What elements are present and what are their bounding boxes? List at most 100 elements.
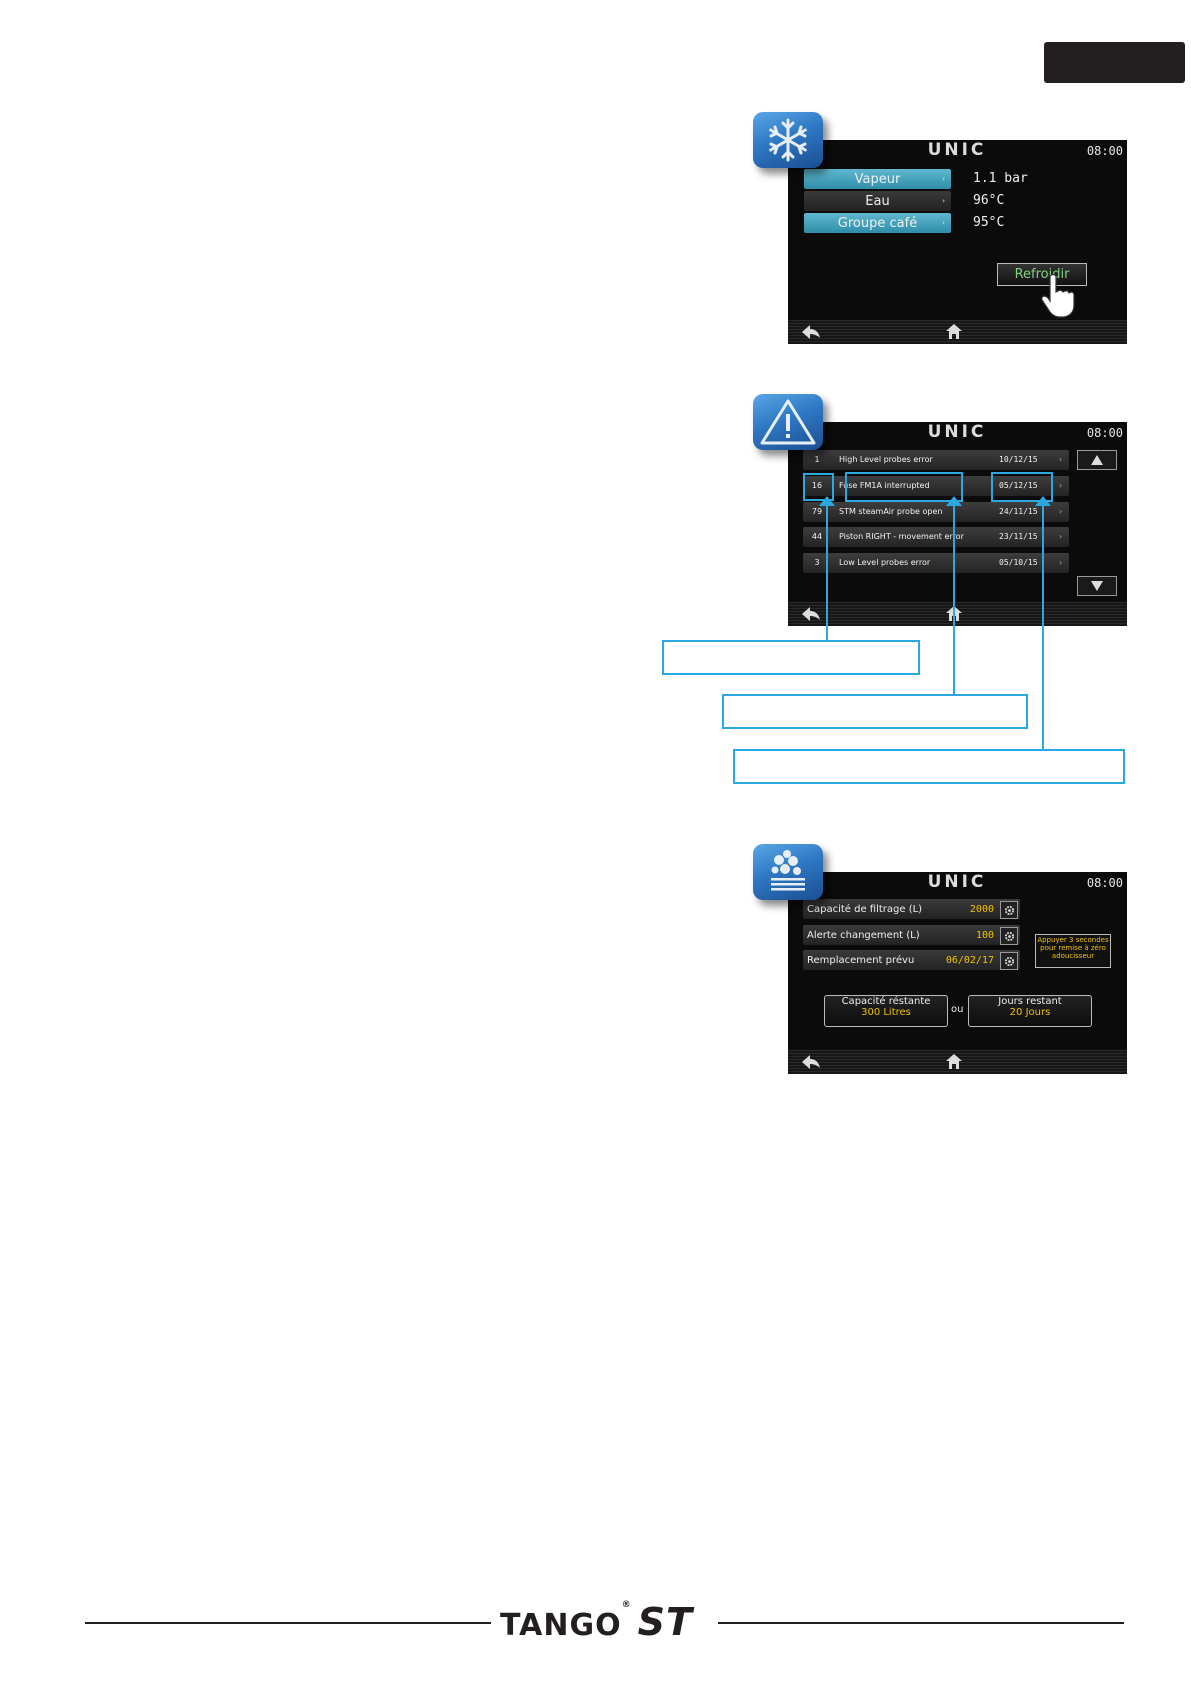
callout-line	[826, 498, 828, 641]
row-value: 1.1 bar	[973, 171, 1028, 186]
chevron-right-icon: ›	[942, 197, 945, 205]
row-label: Remplacement prévu	[807, 955, 915, 966]
row-value: 100	[975, 930, 994, 941]
clock: 08:00	[1086, 876, 1123, 890]
alarm-number: 44	[811, 532, 823, 541]
logo-registered: ®	[621, 1600, 632, 1610]
chevron-right-icon: ›	[1059, 558, 1063, 567]
gear-icon[interactable]	[1000, 901, 1018, 919]
gear-icon[interactable]	[1000, 952, 1018, 970]
chevron-right-icon: ›	[942, 175, 945, 183]
unic-logo: UNIC	[927, 872, 987, 892]
screen-header: UNIC 08:00	[788, 422, 1127, 444]
reset-softener-button[interactable]: Appuyer 3 secondes pour remise à zéro ad…	[1035, 934, 1111, 968]
filter-capacity-row[interactable]: Capacité de filtrage (L) 2000	[803, 899, 1020, 919]
screen-footer	[788, 602, 1127, 626]
alarm-row[interactable]: 16 Fuse FM1A interrupted 05/12/15 ›	[803, 476, 1069, 496]
alarm-row[interactable]: 3 Low Level probes error 05/10/15 ›	[803, 553, 1069, 573]
cooling-screen: UNIC 08:00 Vapeur › 1.1 bar Eau › 96°C Gro…	[788, 140, 1127, 344]
alarm-number: 79	[811, 507, 823, 516]
alarm-date: 05/12/15	[999, 481, 1038, 490]
gear-icon[interactable]	[1000, 927, 1018, 945]
snowflake-icon	[769, 118, 807, 162]
scroll-up-button[interactable]	[1077, 450, 1117, 470]
alarm-row[interactable]: 79 STM steamAir probe open 24/11/15 ›	[803, 502, 1069, 522]
row-label: Groupe café	[837, 215, 918, 231]
row-eau[interactable]: Eau ›	[804, 191, 951, 211]
triangle-up-icon	[1091, 455, 1103, 465]
tango-st-logo: TANGO® ST	[500, 1600, 710, 1644]
water-badge	[753, 844, 823, 900]
highlight-message	[845, 472, 963, 502]
row-label: Alerte changement (L)	[807, 930, 920, 941]
triangle-down-icon	[1091, 581, 1103, 591]
remaining-capacity-box: Capacité réstante 300 Litres	[824, 995, 948, 1027]
footer-rule-left	[85, 1622, 491, 1624]
remaining-capacity-value: 300 Litres	[861, 1007, 911, 1018]
section-tab	[1044, 42, 1185, 83]
callout-number-box	[662, 640, 920, 675]
callout-line	[953, 498, 955, 695]
alarm-message: STM steamAir probe open	[839, 507, 943, 516]
screen-header: UNIC 08:00	[788, 872, 1127, 894]
alarm-row[interactable]: 1 High Level probes error 10/12/15 ›	[803, 450, 1069, 470]
alarm-row[interactable]: 44 Piston RIGHT - movement error 23/11/1…	[803, 527, 1069, 547]
alarm-number: 1	[814, 455, 820, 464]
logo-st: ST	[637, 1600, 693, 1644]
clock: 08:00	[1086, 426, 1123, 440]
chevron-right-icon: ›	[1059, 507, 1063, 516]
row-value: 06/02/17	[945, 955, 994, 966]
back-arrow-icon[interactable]	[802, 607, 820, 621]
alarm-date: 23/11/15	[999, 532, 1038, 541]
scroll-down-button[interactable]	[1077, 576, 1117, 596]
arrow-up-icon	[1035, 496, 1051, 506]
alarms-screen: UNIC 08:00 1 High Level probes error 10/…	[788, 422, 1127, 626]
callout-message-box	[722, 694, 1028, 729]
alarm-number: 16	[811, 481, 823, 490]
remaining-days-value: 20 Jours	[1009, 1007, 1051, 1018]
remaining-capacity-label: Capacité réstante	[841, 996, 931, 1007]
row-label: Vapeur	[854, 171, 901, 187]
screen-header: UNIC 08:00	[788, 140, 1127, 162]
row-value: 95°C	[973, 215, 1005, 230]
row-label: Capacité de filtrage (L)	[807, 904, 923, 915]
or-label: ou	[951, 1004, 964, 1015]
home-icon[interactable]	[946, 324, 962, 339]
alarm-message: Fuse FM1A interrupted	[839, 481, 930, 490]
remaining-days-label: Jours restant	[998, 996, 1062, 1007]
alarm-message: Piston RIGHT - movement error	[839, 532, 964, 541]
screen-footer	[788, 1050, 1127, 1074]
home-icon[interactable]	[946, 1054, 962, 1069]
callout-date-box	[733, 749, 1125, 784]
warning-triangle-icon	[760, 399, 816, 445]
callout-line	[1042, 498, 1044, 750]
logo-tango: TANGO	[500, 1608, 622, 1643]
back-arrow-icon[interactable]	[802, 325, 820, 339]
remaining-days-box: Jours restant 20 Jours	[968, 995, 1092, 1027]
pointing-hand-icon	[1041, 273, 1075, 318]
row-vapeur[interactable]: Vapeur ›	[804, 169, 951, 189]
row-groupe-cafe[interactable]: Groupe café›	[804, 213, 951, 233]
unic-logo: UNIC	[927, 140, 987, 160]
arrow-up-icon	[819, 496, 835, 506]
highlight-date	[991, 472, 1053, 502]
cooling-badge	[753, 112, 823, 168]
alarm-date: 24/11/15	[999, 507, 1038, 516]
clock: 08:00	[1086, 144, 1123, 158]
row-value: 2000	[969, 904, 994, 915]
chevron-right-icon: ›	[1059, 532, 1063, 541]
alarm-badge	[753, 394, 823, 450]
unic-logo: UNIC	[927, 422, 987, 442]
screen-footer	[788, 320, 1127, 344]
filter-screen: UNIC 08:00 Capacité de filtrage (L) 2000…	[788, 872, 1127, 1074]
chevron-right-icon: ›	[1059, 455, 1063, 464]
replacement-row[interactable]: Remplacement prévu 06/02/17	[803, 950, 1020, 970]
back-arrow-icon[interactable]	[802, 1055, 820, 1069]
alarm-number: 3	[814, 558, 820, 567]
row-label: Eau	[865, 193, 890, 209]
row-value: 96°C	[973, 193, 1005, 208]
alert-change-row[interactable]: Alerte changement (L) 100	[803, 925, 1020, 945]
alarm-date: 10/12/15	[999, 455, 1038, 464]
alarm-message: High Level probes error	[839, 455, 933, 464]
alarm-date: 05/10/15	[999, 558, 1038, 567]
